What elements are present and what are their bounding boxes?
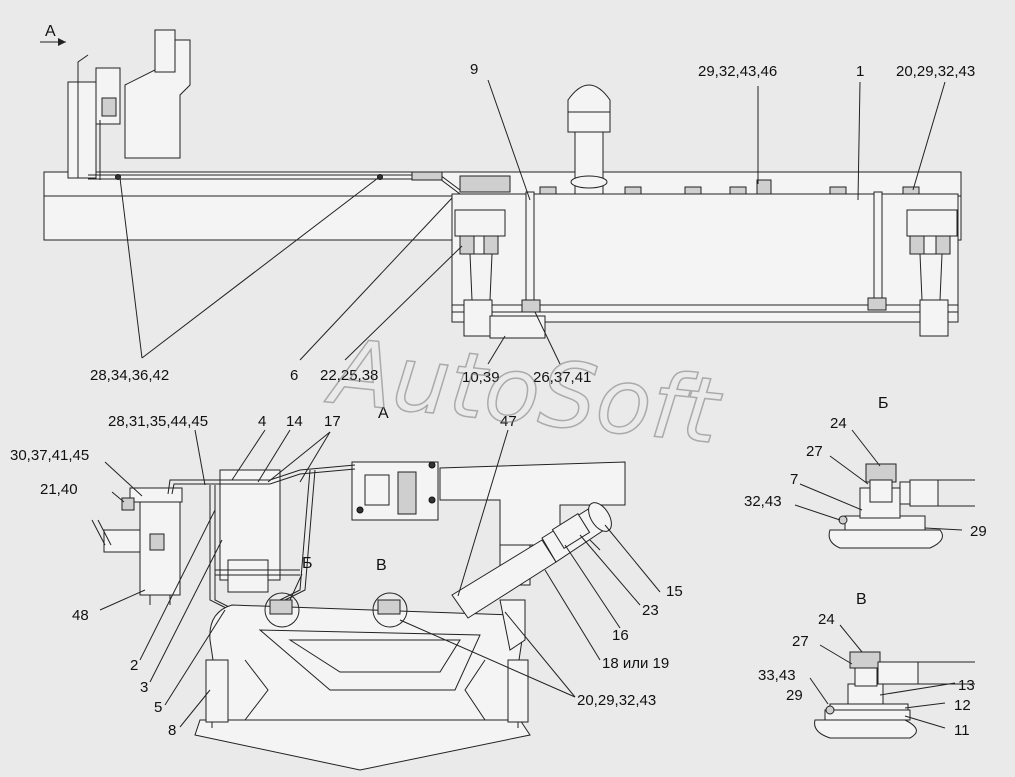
callout-10-39: 10,39	[462, 369, 500, 386]
callout-b-7: 7	[790, 471, 798, 488]
watermark: AutoSoft	[322, 319, 728, 465]
callout-8: 8	[168, 722, 176, 739]
top-view-assembly: А	[40, 23, 975, 386]
detail-callout-b-circle	[264, 592, 300, 628]
callout-1: 1	[856, 63, 864, 80]
callout-21-40: 21,40	[40, 481, 78, 498]
callout-b-32-43: 32,43	[744, 493, 782, 510]
callout-5: 5	[154, 699, 162, 716]
callout-20-29-32-43-bottom: 20,29,32,43	[577, 692, 656, 709]
view-a-title: А	[378, 405, 389, 422]
callout-23: 23	[642, 602, 659, 619]
callout-15: 15	[666, 583, 683, 600]
filler-neck	[567, 84, 611, 195]
callout-20-29-32-43-top: 20,29,32,43	[896, 63, 975, 80]
fuel-tank-view-a	[194, 599, 531, 771]
view-v-title: В	[856, 591, 867, 608]
callout-v-12: 12	[954, 697, 971, 714]
callout-b-29: 29	[970, 523, 987, 540]
callout-16: 16	[612, 627, 629, 644]
callout-18-or-19: 18 или 19	[602, 655, 669, 672]
callout-letter-b: Б	[302, 555, 313, 572]
callout-v-29: 29	[786, 687, 803, 704]
callout-14: 14	[286, 413, 303, 430]
filler-neck-view-a	[451, 502, 612, 619]
callout-28-31-35-44-45: 28,31,35,44,45	[108, 413, 208, 430]
view-a-assembly: А	[10, 405, 683, 771]
callout-22-25-38: 22,25,38	[320, 367, 378, 384]
callout-28-34-36-42: 28,34,36,42	[90, 367, 169, 384]
callout-v-13: 13	[958, 677, 975, 694]
callout-letter-v: В	[376, 557, 387, 574]
detail-view-v: В 24 27 33,43 29 13 12 11	[758, 591, 975, 739]
callout-30-37-41-45: 30,37,41,45	[10, 447, 89, 464]
callout-3: 3	[140, 679, 148, 696]
filter-housing-top	[67, 29, 191, 180]
tank-strap-right	[873, 191, 883, 311]
callout-6: 6	[290, 367, 298, 384]
tank-strap-left	[525, 191, 535, 311]
callout-48: 48	[72, 607, 89, 624]
callout-v-27: 27	[792, 633, 809, 650]
callout-47: 47	[500, 413, 517, 430]
view-b-title: Б	[878, 395, 889, 412]
tank-bracket-left	[454, 209, 506, 337]
callout-9: 9	[470, 61, 478, 78]
callout-v-24: 24	[818, 611, 835, 628]
view-a-arrow-label: А	[45, 23, 56, 40]
detail-callout-v-circle	[372, 592, 408, 628]
fuel-line-lower	[209, 485, 231, 611]
callout-4: 4	[258, 413, 266, 430]
callout-29-32-43-46: 29,32,43,46	[698, 63, 777, 80]
tank-sensor-housing	[489, 315, 546, 339]
callout-26-37-41: 26,37,41	[533, 369, 591, 386]
callout-v-11: 11	[954, 722, 970, 739]
drain-plug-top	[756, 179, 772, 195]
detail-view-b: Б 24 27 7 32,43 29	[744, 395, 987, 549]
callout-v-33-43: 33,43	[758, 667, 796, 684]
tank-bracket-right	[906, 209, 958, 337]
callout-2: 2	[130, 657, 138, 674]
callout-b-27: 27	[806, 443, 823, 460]
callout-b-24: 24	[830, 415, 847, 432]
filter-assembly-view-a	[91, 487, 183, 605]
callout-17: 17	[324, 413, 341, 430]
valve-block	[351, 461, 439, 521]
